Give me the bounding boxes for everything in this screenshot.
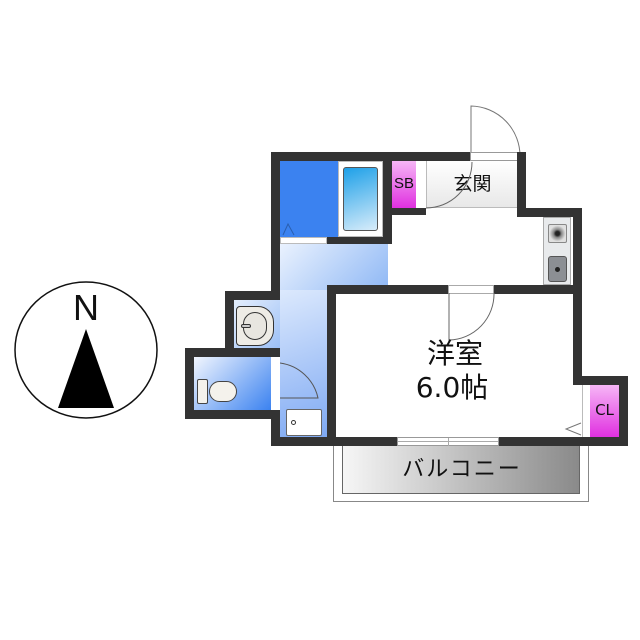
wall xyxy=(225,291,234,359)
balcony: バルコニー xyxy=(342,446,580,494)
wall xyxy=(383,161,392,244)
bathtub-basin xyxy=(343,167,378,231)
room-door-opening xyxy=(448,285,494,294)
wall xyxy=(619,376,628,446)
kitchen-sink-icon xyxy=(548,256,567,282)
shoe-box: SB xyxy=(392,161,416,208)
wall xyxy=(573,376,628,385)
wall xyxy=(573,208,582,383)
closet-label: CL xyxy=(595,401,614,419)
stove-icon xyxy=(548,224,567,243)
wall xyxy=(517,208,582,217)
balcony-window xyxy=(397,437,499,446)
closet-drain-icon xyxy=(564,422,582,436)
washbasin-icon xyxy=(236,306,274,346)
washroom xyxy=(280,244,388,290)
floor-drain-icon xyxy=(282,222,295,236)
shoe-box-label: SB xyxy=(393,175,414,192)
bath-door-opening xyxy=(280,237,327,244)
wall xyxy=(185,410,280,419)
closet-door-strip xyxy=(582,385,590,437)
wall xyxy=(271,152,518,161)
toilet-door-swing-icon xyxy=(280,362,319,399)
western-room-label: 洋室 xyxy=(426,337,483,370)
bathtub xyxy=(338,161,383,237)
wall xyxy=(225,291,280,300)
wall xyxy=(392,208,426,215)
entrance-door-opening xyxy=(470,152,518,161)
washing-machine-space xyxy=(286,409,322,436)
western-room-size: 6.0帖 xyxy=(415,371,489,404)
wall xyxy=(517,152,526,217)
compass: N xyxy=(13,280,159,420)
room-door-swing-icon xyxy=(448,293,495,341)
bathroom xyxy=(280,161,338,237)
wall xyxy=(271,410,280,446)
wall xyxy=(185,348,280,357)
entrance-inner-door-swing-icon xyxy=(425,161,473,209)
wall xyxy=(271,152,280,294)
toilet-door-opening xyxy=(271,364,280,410)
entrance-door-swing-icon xyxy=(470,105,521,158)
kitchen-counter xyxy=(543,217,571,285)
north-arrow-icon xyxy=(14,281,158,419)
toilet-icon xyxy=(197,379,242,405)
balcony-label: バルコニー xyxy=(402,457,522,482)
closet: CL xyxy=(590,385,619,437)
compass-north-label: N xyxy=(73,287,99,328)
wall xyxy=(327,237,392,244)
wall xyxy=(185,348,194,419)
wall xyxy=(327,285,336,446)
